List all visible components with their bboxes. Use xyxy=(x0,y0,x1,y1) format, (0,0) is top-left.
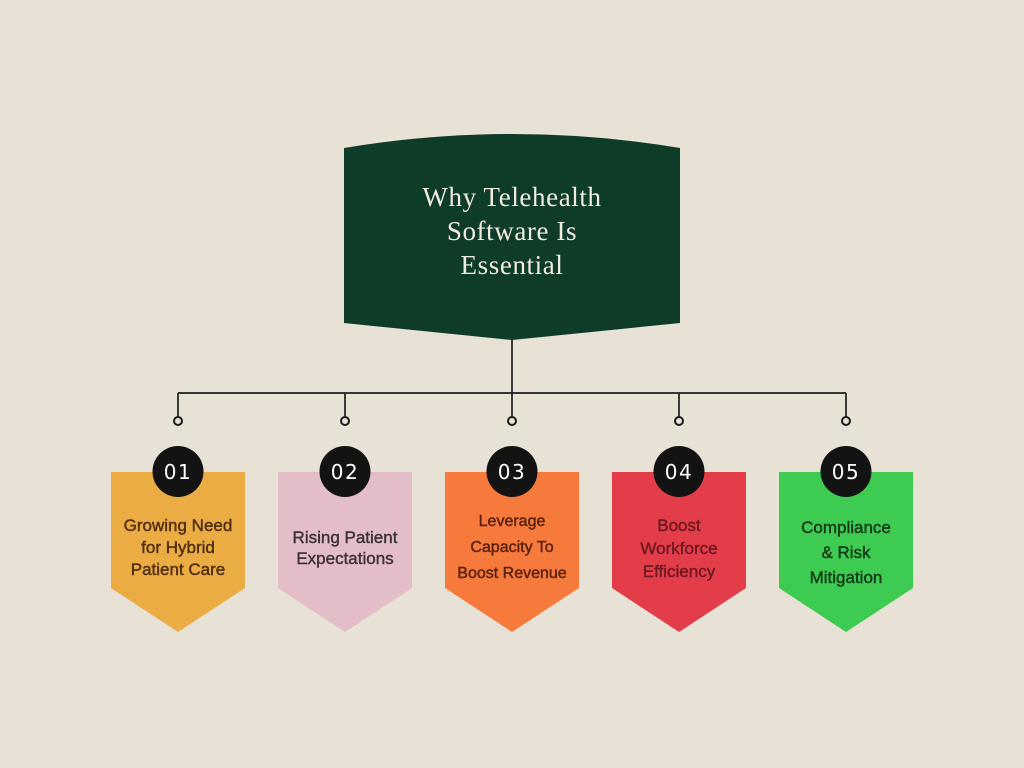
card-pennant-path xyxy=(779,472,913,632)
card-label-line: & Risk xyxy=(821,542,871,562)
card-rising-expectations: 02 Rising Patient Expectations xyxy=(278,446,412,632)
card-label: Compliance & Risk Mitigation xyxy=(780,508,912,596)
card-workforce-efficiency: 04 Boost Workforce Efficiency xyxy=(612,446,746,632)
card-label-line: Leverage xyxy=(478,513,546,530)
card-pennant-path xyxy=(612,472,746,632)
card-label-line: Boost xyxy=(657,515,701,535)
card-label-line: Compliance xyxy=(801,517,891,537)
card-label-line: Mitigation xyxy=(809,567,883,587)
card-pennant-path xyxy=(278,472,412,632)
card-pennant-shape xyxy=(445,472,579,632)
page-title-line: Software Is xyxy=(446,216,578,246)
connector-ring-icon xyxy=(507,416,517,426)
card-pennant-shape xyxy=(278,472,412,632)
card-pennant-path xyxy=(111,472,245,632)
page-title: Why Telehealth Software Is Essential xyxy=(344,134,680,340)
page-title-line: Why Telehealth xyxy=(422,182,602,212)
card-compliance-risk: 05 Compliance & Risk Mitigation xyxy=(779,446,913,632)
card-pennant-shape xyxy=(779,472,913,632)
card-label-line: Boost Revenue xyxy=(457,565,567,582)
page-title-line: Essential xyxy=(460,250,564,280)
card-leverage-capacity: 03 Leverage Capacity To Boost Revenue xyxy=(445,446,579,632)
card-label: Leverage Capacity To Boost Revenue xyxy=(446,504,578,592)
card-pennant-path xyxy=(445,472,579,632)
card-label-line: Expectations xyxy=(296,549,394,568)
card-label: Rising Patient Expectations xyxy=(279,504,411,592)
card-number-badge: 05 xyxy=(820,446,872,497)
card-label: Boost Workforce Efficiency xyxy=(613,504,745,592)
card-growing-need: 01 Growing Need for Hybrid Patient Care xyxy=(111,446,245,632)
header-banner: Why Telehealth Software Is Essential xyxy=(344,134,680,340)
connector-lines xyxy=(173,339,851,426)
card-label-line: Rising Patient xyxy=(292,528,398,547)
card-number-badge: 01 xyxy=(152,446,204,497)
connector-ring-icon xyxy=(173,416,183,426)
connector-ring-icon xyxy=(674,416,684,426)
card-number-badge: 03 xyxy=(486,446,538,497)
card-number-badge: 04 xyxy=(653,446,705,497)
card-pennant-shape xyxy=(612,472,746,632)
connector-ring-icon xyxy=(340,416,350,426)
header-banner-shape xyxy=(344,134,680,340)
card-number-badge: 02 xyxy=(319,446,371,497)
card-label-line: Patient Care xyxy=(130,560,226,579)
card-pennant-shape xyxy=(111,472,245,632)
card-label-line: for Hybrid xyxy=(141,538,215,557)
connector-ring-icon xyxy=(841,416,851,426)
header-banner-path xyxy=(344,134,680,340)
card-label-line: Efficiency xyxy=(642,561,716,581)
card-label-line: Capacity To xyxy=(470,539,554,556)
card-label-line: Growing Need xyxy=(123,516,233,535)
card-label: Growing Need for Hybrid Patient Care xyxy=(112,504,244,592)
card-label-line: Workforce xyxy=(640,538,718,558)
